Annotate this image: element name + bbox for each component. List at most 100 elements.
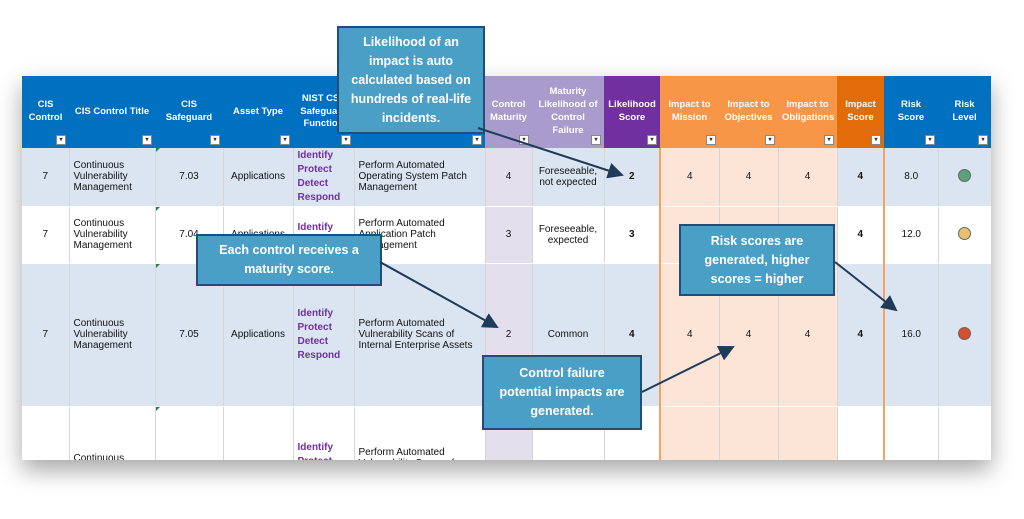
filter-dropdown-icon[interactable]: ▾ bbox=[925, 135, 935, 145]
cell-value: Foreseeable, not expected bbox=[538, 165, 598, 188]
cell-obligations[interactable]: 4 bbox=[778, 148, 838, 207]
cell-maturity[interactable]: 4 bbox=[485, 148, 533, 207]
cell-level[interactable] bbox=[938, 206, 991, 264]
header-row: CIS Control▾CIS Control Title▾CIS Safegu… bbox=[22, 76, 991, 148]
nist-function: Protect bbox=[297, 163, 332, 175]
cell-asset[interactable]: Applications bbox=[223, 148, 294, 207]
cell-value: Applications bbox=[231, 329, 285, 340]
risk-level-indicator-icon bbox=[958, 326, 971, 340]
cell-value: 7.03 bbox=[179, 171, 199, 183]
cell-value: 7 bbox=[42, 229, 49, 240]
column-header-label: Impact to Mission bbox=[668, 99, 711, 123]
filter-dropdown-icon[interactable]: ▾ bbox=[519, 135, 529, 145]
cell-control[interactable]: 7 bbox=[22, 406, 70, 460]
cell-level[interactable] bbox=[938, 263, 991, 407]
cell-control[interactable]: 7 bbox=[22, 206, 70, 264]
cell-maturity[interactable]: 3 bbox=[485, 206, 533, 264]
column-header-label: NIST CSF Safeguard Function bbox=[300, 92, 347, 130]
cell-rscore[interactable]: 16.0 bbox=[883, 263, 939, 407]
comment-marker-icon bbox=[155, 406, 160, 411]
cell-level[interactable] bbox=[938, 406, 991, 460]
cell-value: Perform Automated Vulnerability Scans of… bbox=[358, 447, 455, 460]
filter-dropdown-icon[interactable]: ▾ bbox=[591, 135, 601, 145]
cell-safeguard[interactable]: 7.05 bbox=[155, 263, 224, 407]
filter-dropdown-icon[interactable]: ▾ bbox=[647, 135, 657, 145]
column-header-11: Impact to Obligations▾ bbox=[778, 76, 837, 148]
nist-function: Identify bbox=[297, 221, 334, 233]
cell-desc[interactable]: Perform Automated Vulnerability Scans of… bbox=[354, 406, 486, 460]
comment-marker-icon bbox=[155, 263, 160, 268]
cell-value: 4 bbox=[804, 329, 811, 340]
callout-maturity: Each control receives a maturity score. bbox=[196, 234, 382, 286]
cell-obligations[interactable]: 4 bbox=[778, 406, 838, 460]
cell-asset[interactable]: Applications bbox=[223, 406, 294, 460]
cell-lscore[interactable]: 3 bbox=[604, 206, 661, 264]
nist-function: Respond bbox=[297, 349, 341, 361]
column-header-label: Impact Score bbox=[845, 99, 876, 123]
filter-dropdown-icon[interactable]: ▾ bbox=[472, 135, 482, 145]
column-header-3: Asset Type ▾ bbox=[223, 76, 293, 148]
column-header-7: Maturity Likelihood of Control Failure▾ bbox=[532, 76, 604, 148]
cell-value: 7 bbox=[42, 329, 49, 340]
filter-dropdown-icon[interactable]: ▾ bbox=[56, 135, 66, 145]
cell-rscore[interactable]: 16.0 bbox=[883, 406, 939, 460]
cell-mission[interactable]: 4 bbox=[659, 406, 720, 460]
filter-dropdown-icon[interactable]: ▾ bbox=[341, 135, 351, 145]
cell-value: 4 bbox=[505, 171, 512, 183]
nist-function: Respond bbox=[297, 191, 341, 203]
cell-title[interactable]: Continuous Vulnerability Management bbox=[69, 148, 156, 207]
cell-iscore[interactable]: 4 bbox=[837, 406, 885, 460]
cell-title[interactable]: Continuous Vulnerability Management bbox=[69, 263, 156, 407]
column-header-10: Impact to Objectives ▾ bbox=[719, 76, 778, 148]
cell-rscore[interactable]: 8.0 bbox=[883, 148, 939, 207]
cell-value: 3 bbox=[628, 229, 635, 240]
nist-function: Identify bbox=[297, 149, 334, 161]
cell-value: 2 bbox=[628, 171, 635, 183]
cell-rscore[interactable]: 12.0 bbox=[883, 206, 939, 264]
filter-dropdown-icon[interactable]: ▾ bbox=[765, 135, 775, 145]
cell-objectives[interactable]: 4 bbox=[719, 406, 779, 460]
filter-dropdown-icon[interactable]: ▾ bbox=[824, 135, 834, 145]
cell-asset[interactable]: Applications bbox=[223, 263, 294, 407]
filter-dropdown-icon[interactable]: ▾ bbox=[210, 135, 220, 145]
cell-safeguard[interactable]: 7.06 bbox=[155, 406, 224, 460]
filter-dropdown-icon[interactable]: ▾ bbox=[142, 135, 152, 145]
cell-value: 16.0 bbox=[901, 329, 921, 340]
cell-title[interactable]: Continuous Vulnerability Management bbox=[69, 206, 156, 264]
cell-value: 4 bbox=[745, 171, 752, 183]
column-header-12: Impact Score ▾ bbox=[837, 76, 884, 148]
callout-maturity-text: Each control receives a maturity score. bbox=[219, 243, 359, 276]
filter-dropdown-icon[interactable]: ▾ bbox=[280, 135, 290, 145]
cell-value: 4 bbox=[857, 329, 864, 340]
cell-value: 4 bbox=[628, 329, 635, 340]
column-header-label: Risk Level bbox=[952, 99, 977, 123]
cell-iscore[interactable]: 4 bbox=[837, 148, 885, 207]
cell-value: 4 bbox=[686, 329, 693, 340]
cell-iscore[interactable]: 4 bbox=[837, 263, 885, 407]
cell-objectives[interactable]: 4 bbox=[719, 148, 779, 207]
cell-safeguard[interactable]: 7.03 bbox=[155, 148, 224, 207]
cell-level[interactable] bbox=[938, 148, 991, 207]
cell-value: 7.05 bbox=[179, 329, 199, 340]
cell-mission[interactable]: 4 bbox=[659, 148, 720, 207]
cell-likelihood[interactable]: Foreseeable, expected bbox=[532, 206, 605, 264]
filter-dropdown-icon[interactable]: ▾ bbox=[978, 135, 988, 145]
column-header-label: Likelihood Score bbox=[608, 99, 656, 123]
callout-likelihood: Likelihood of an impact is auto calculat… bbox=[337, 26, 485, 134]
filter-dropdown-icon[interactable]: ▾ bbox=[871, 135, 881, 145]
cell-control[interactable]: 7 bbox=[22, 148, 70, 207]
filter-dropdown-icon[interactable]: ▾ bbox=[706, 135, 716, 145]
cell-title[interactable]: Continuous Vulnerability Management bbox=[69, 406, 156, 460]
cell-likelihood[interactable]: Foreseeable, not expected bbox=[532, 148, 605, 207]
cell-control[interactable]: 7 bbox=[22, 263, 70, 407]
cell-lscore[interactable]: 2 bbox=[604, 148, 661, 207]
column-header-label: Asset Type bbox=[233, 105, 283, 117]
cell-iscore[interactable]: 4 bbox=[837, 206, 885, 264]
cell-desc[interactable]: Perform Automated Operating System Patch… bbox=[354, 148, 486, 207]
column-header-label: Impact to Objectives bbox=[724, 99, 773, 123]
